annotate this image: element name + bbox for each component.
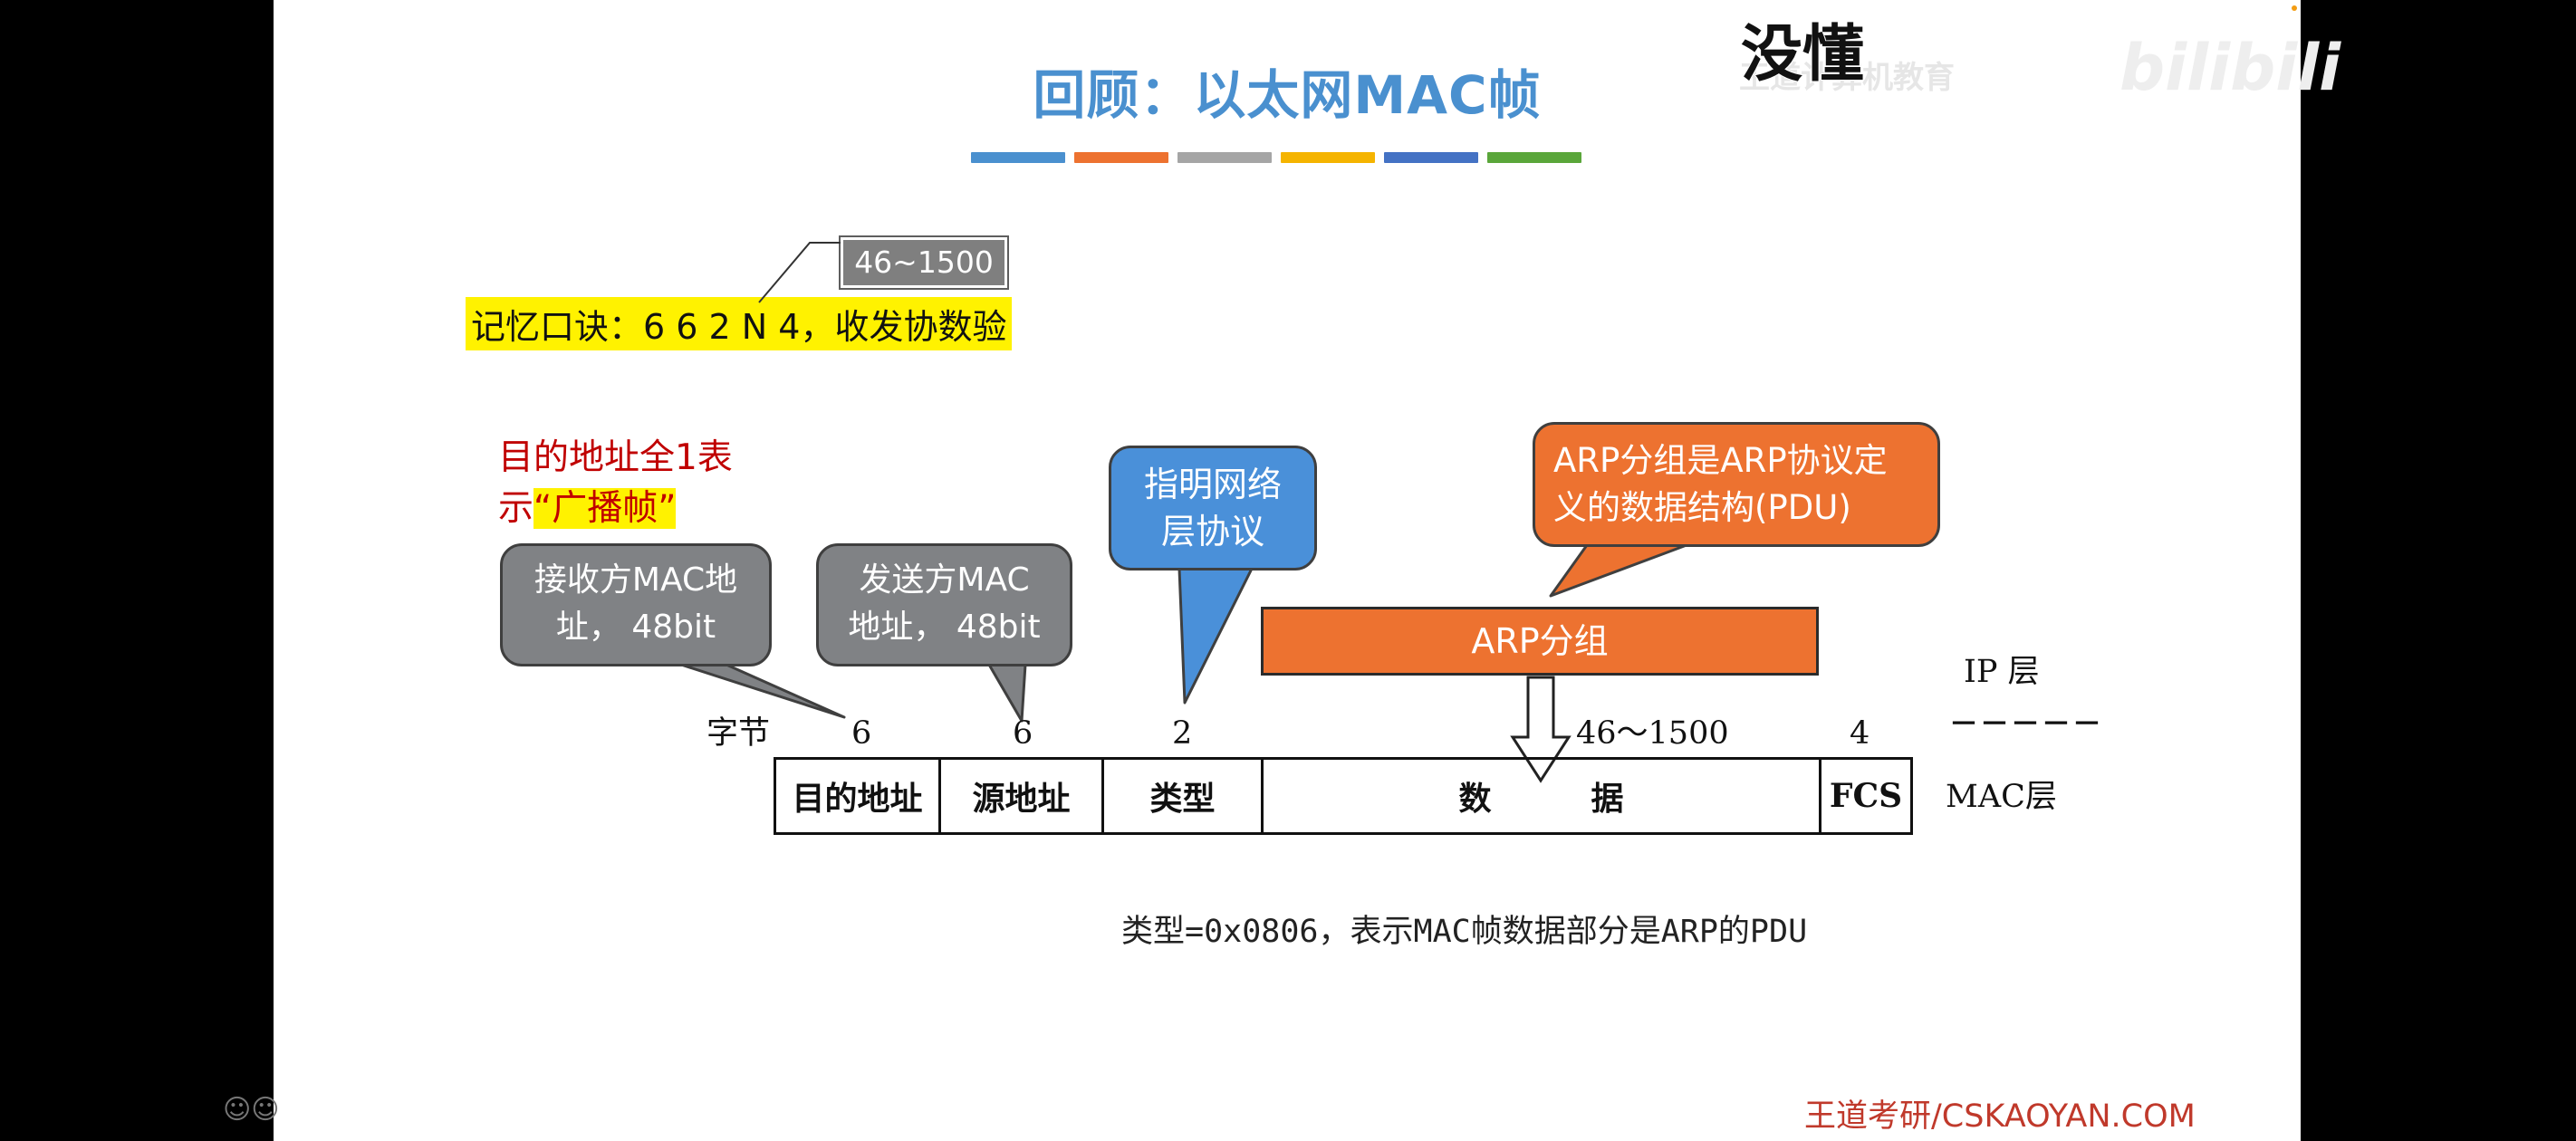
arp-pdu-callout: ARP分组是ARP协议定 义的数据结构(PDU) — [1533, 422, 1940, 547]
src-mac-callout: 发送方MAC 地址， 48bit — [816, 543, 1072, 666]
mac-frame: 目的地址 源地址 类型 数据 FCS — [774, 757, 1913, 835]
byte-size-dest: 6 — [851, 715, 872, 752]
dest-mac-callout: 接收方MAC地 址， 48bit — [500, 543, 772, 666]
dest-mac-callout-line2: 址， 48bit — [555, 609, 716, 646]
footer-brand: 王道考研/CSKAOYAN.COM — [1804, 1098, 2196, 1135]
broadcast-note-highlight: “广播帧” — [533, 488, 677, 529]
title-color-bars — [971, 152, 1581, 163]
diagram-connectors — [679, 242, 1688, 783]
bytes-label: 字节 — [706, 715, 771, 752]
title-bar-6 — [1487, 152, 1581, 163]
field-dest-address: 目的地址 — [776, 760, 941, 832]
bilibili-logo: bilibili — [2119, 31, 2341, 105]
field-data: 数据 — [1264, 760, 1821, 832]
ip-layer-label: IP 层 — [1964, 654, 2040, 690]
src-callout-tail — [987, 663, 1027, 723]
mac-layer-label: MAC层 — [1946, 779, 2057, 815]
users-icon: ☺☺ — [223, 1094, 280, 1126]
arp-pdu-callout-line2: 义的数据结构(PDU) — [1553, 488, 1851, 527]
field-type: 类型 — [1104, 760, 1264, 832]
byte-size-src: 6 — [1013, 715, 1033, 752]
page-title: 回顾：以太网MAC帧 — [1033, 64, 1542, 126]
byte-size-fcs: 4 — [1850, 715, 1870, 752]
slide: 回顾：以太网MAC帧 王道计算机教育 bilibili 没懂 46~1500 记… — [274, 0, 2341, 1141]
ip-layer-dashes: －－－－－ — [1949, 706, 2104, 741]
title-bar-5 — [1384, 152, 1478, 163]
title-bar-2 — [1074, 152, 1168, 163]
byte-size-data: 46～1500 — [1576, 715, 1729, 752]
arp-callout-tail — [1549, 543, 1688, 598]
watermark-text: 王道计算机教育 — [1739, 60, 1955, 96]
title-bar-3 — [1177, 152, 1272, 163]
indicator-dot — [2292, 5, 2297, 11]
dest-callout-tail — [679, 663, 846, 719]
byte-size-type: 2 — [1172, 715, 1193, 752]
type-note: 类型=0x0806，表示MAC帧数据部分是ARP的PDU — [1121, 914, 1808, 950]
broadcast-note-line1: 目的地址全1表 — [498, 437, 733, 478]
dest-mac-callout-line1: 接收方MAC地 — [533, 561, 738, 599]
range-leader-line — [758, 242, 841, 303]
field-src-address: 源地址 — [941, 760, 1104, 832]
field-data-label: 数据 — [1458, 780, 1724, 818]
arp-packet-box: ARP分组 — [1261, 607, 1819, 676]
broadcast-note-prefix: 示 — [498, 488, 534, 529]
title-bar-4 — [1281, 152, 1375, 163]
mnemonic-text: 记忆口诀：6 6 2 N 4，收发协数验 — [466, 297, 1013, 350]
caption-overlay: 没懂 — [1740, 18, 1865, 91]
arp-pdu-callout-line1: ARP分组是ARP协议定 — [1553, 441, 1888, 480]
src-mac-callout-line1: 发送方MAC — [859, 561, 1030, 599]
title-bar-1 — [971, 152, 1065, 163]
broadcast-note: 目的地址全1表 示“广播帧” — [498, 433, 733, 534]
type-callout-tail — [1177, 567, 1254, 705]
range-badge: 46~1500 — [839, 235, 1009, 290]
type-callout-line1: 指明网络 — [1143, 465, 1282, 504]
src-mac-callout-line2: 地址， 48bit — [848, 609, 1041, 646]
broadcast-note-line2: 示“广播帧” — [498, 484, 733, 534]
type-callout-line2: 层协议 — [1160, 512, 1264, 551]
field-fcs: FCS — [1829, 777, 1903, 815]
type-callout: 指明网络 层协议 — [1109, 446, 1317, 570]
